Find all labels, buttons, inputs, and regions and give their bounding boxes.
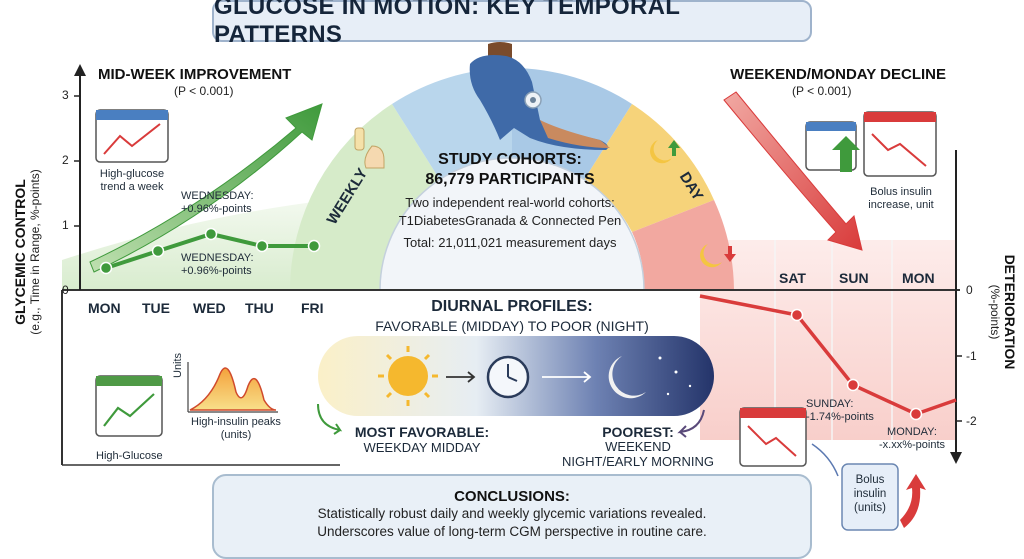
cohort-line-1: Two independent real-world cohorts: — [405, 195, 615, 210]
red-series — [699, 294, 957, 421]
right-y-axis-title-wrap: DETERIORATION (%-points) — [978, 192, 1018, 432]
weekend-p-value: (P < 0.001) — [792, 84, 852, 98]
mid-week-region — [62, 200, 330, 290]
moon-up-arrow-icon — [650, 140, 680, 164]
right-y-axis-title: DETERIORATION — [1002, 254, 1018, 370]
mid-week-heading: MID-WEEK IMPROVEMENT — [98, 66, 292, 83]
mid-week-p-value: (P < 0.001) — [174, 84, 234, 98]
weekend-region — [700, 240, 956, 440]
green-series-line-point — [151, 244, 165, 258]
clock-icon — [486, 355, 530, 399]
poorest-arrow-icon — [677, 409, 705, 438]
left-y-axis-title-wrap: GLYCEMIC CONTROL (e.g., Time in Range, %… — [12, 132, 52, 372]
right-y-tick-0: 0 — [966, 283, 973, 297]
person-with-cgm-sensor — [469, 42, 610, 150]
monday-annotation: MONDAY:-x.xx%-points — [878, 426, 946, 452]
bolus-up-arrow-icon — [900, 474, 926, 528]
y-tick-2: 2 — [62, 153, 69, 167]
red-series-point — [846, 378, 860, 392]
cohort-heading-2: 86,779 PARTICIPANTS — [425, 171, 595, 188]
favorable-arrow-icon — [317, 403, 343, 435]
green-trend-arrow — [89, 103, 323, 273]
right-y-tick-neg2: -2 — [966, 414, 977, 428]
cohort-heading-1: STUDY COHORTS: — [438, 151, 582, 168]
small-arrow-icon — [811, 443, 839, 477]
y-tick-0: 0 — [62, 283, 69, 297]
diurnal-sub: FAVORABLE (MIDDAY) TO POOR (NIGHT) — [375, 318, 649, 334]
page-title: GLUCOSE IN MOTION: KEY TEMPORAL PATTERNS — [212, 0, 812, 48]
calendar-trend-down-icon — [863, 111, 937, 177]
green-series-line-point — [255, 239, 269, 253]
calendar-trend-up-icon — [95, 109, 169, 163]
conclusions-line-1: Statistically robust daily and weekly gl… — [317, 506, 707, 521]
most-favorable-label: MOST FAVORABLE: WEEKDAY MIDDAY — [354, 424, 490, 455]
conclusions-panel: CONCLUSIONS: Statistically robust daily … — [212, 474, 812, 559]
week-day-arc — [290, 68, 734, 291]
green-series-line-point — [99, 261, 113, 275]
day-fri: FRI — [301, 300, 324, 316]
red-series-point — [909, 407, 923, 421]
right-y-tick-neg1: -1 — [966, 349, 977, 363]
study-cohorts-panel: STUDY COHORTS: 86,779 PARTICIPANTS Two i… — [340, 150, 680, 253]
y-tick-1: 1 — [62, 218, 69, 232]
wednesday-annotation-upper: WEDNESDAY:+0.96%-points — [181, 190, 254, 216]
bolus-insulin-box — [841, 463, 899, 531]
calendar-glucose-icon — [95, 375, 163, 437]
sun-icon — [378, 346, 438, 406]
left-y-axis-sub: (e.g., Time in Range, %-points) — [28, 169, 42, 335]
diurnal-heading: DIURNAL PROFILES: — [431, 298, 593, 315]
calendar-caption-bottom: High-Glucose — [96, 450, 163, 462]
insulin-units-label: Units — [172, 352, 184, 378]
green-series-line-point — [204, 227, 218, 241]
day-mon: MON — [88, 300, 121, 316]
red-series-point — [790, 308, 804, 322]
day-thu: THU — [245, 300, 274, 316]
day-wed: WED — [193, 300, 226, 316]
day-sun: SUN — [839, 270, 869, 286]
poorest-label: POOREST: WEEKEND NIGHT/EARLY MORNING — [562, 424, 714, 469]
day-mon-right: MON — [902, 270, 935, 286]
green-series — [99, 227, 321, 275]
calendar-decline-icon — [739, 407, 807, 467]
cohort-line-3: Total: 21,011,021 measurement days — [403, 235, 617, 251]
moon-stars-icon — [608, 356, 692, 399]
right-y-axis-sub: (%-points) — [988, 284, 1002, 340]
conclusions-line-2: Underscores value of long-term CGM persp… — [317, 524, 707, 540]
y-tick-3: 3 — [62, 88, 69, 102]
left-y-axis-title: GLYCEMIC CONTROL — [12, 179, 28, 325]
day-sat: SAT — [779, 270, 806, 286]
moon-down-arrow-icon — [700, 244, 736, 268]
conclusions-heading: CONCLUSIONS: — [454, 488, 570, 505]
foot-bottle-icon — [354, 127, 385, 169]
weekend-heading: WEEKEND/MONDAY DECLINE — [730, 66, 946, 83]
insulin-peaks-chart — [187, 362, 278, 413]
day-tue: TUE — [142, 300, 170, 316]
red-trend-arrow — [723, 91, 863, 251]
calendar-up-arrow-icon — [805, 121, 860, 172]
cohort-line-2: T1DiabetesGranada & Connected Pen — [398, 213, 622, 229]
sunday-annotation: SUNDAY:-1.74%-points — [806, 398, 874, 424]
wednesday-annotation-lower: WEDNESDAY:+0.96%-points — [181, 252, 254, 278]
green-series-line-point — [307, 239, 321, 253]
insulin-caption: High-insulin peaks(units) — [191, 416, 281, 442]
